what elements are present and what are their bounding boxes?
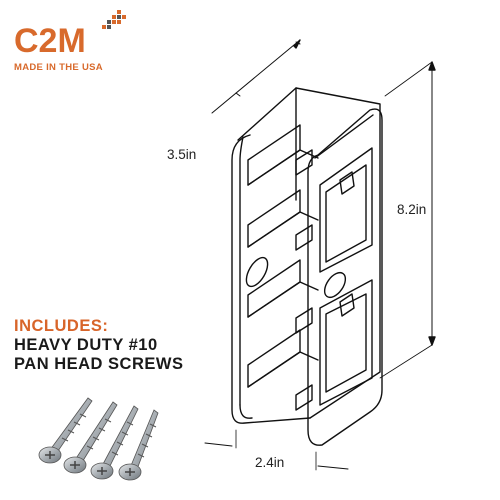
brand-tagline: MADE IN THE USA	[14, 62, 103, 73]
includes-line-2: PAN HEAD SCREWS	[14, 355, 184, 373]
logo-dots-icon	[102, 10, 126, 29]
depth-dimension-label: 3.5in	[167, 147, 197, 162]
height-dimension-label: 8.2in	[397, 202, 427, 217]
brand-logo: C2M	[14, 22, 86, 60]
width-dimension-label: 2.4in	[255, 455, 285, 470]
screws-icon	[38, 397, 159, 481]
includes-line-1: HEAVY DUTY #10	[14, 336, 158, 354]
includes-heading: INCLUDES:	[14, 317, 109, 335]
